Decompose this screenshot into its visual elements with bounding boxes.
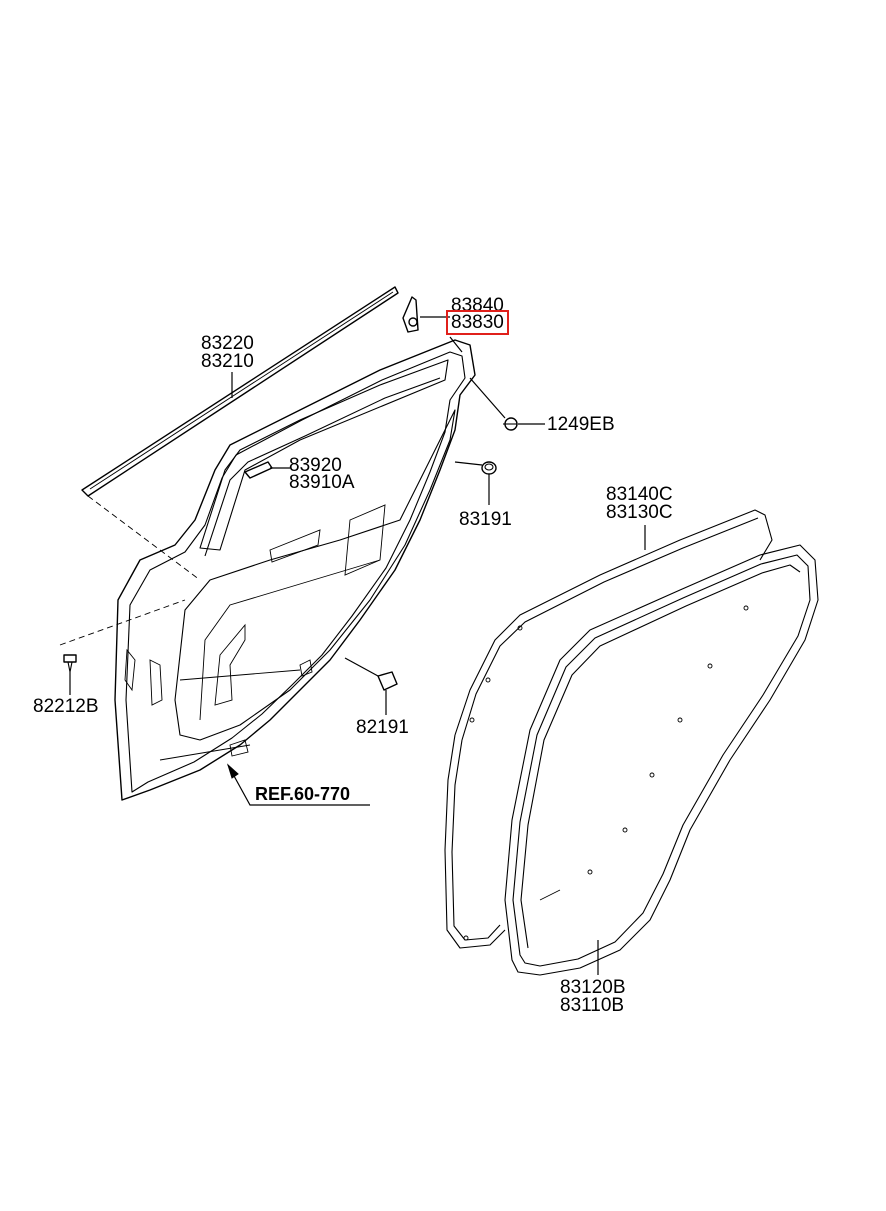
label-82191: 82191: [356, 717, 409, 738]
bolt-1249eb: [503, 417, 518, 431]
label-83140c: 83140C: [606, 484, 673, 505]
label-83191: 83191: [459, 509, 512, 530]
label-83220: 83220: [201, 333, 254, 354]
label-82212b: 82212B: [33, 696, 99, 717]
rear-door-panel: [114, 339, 476, 801]
label-1249eb: 1249EB: [547, 414, 615, 435]
grommet-83191: [481, 461, 497, 475]
label-83920: 83920: [289, 455, 342, 476]
delta-molding: [402, 296, 419, 333]
label-83830-highlighted[interactable]: 83830: [446, 310, 509, 335]
label-83120b: 83120B: [560, 977, 626, 998]
weatherstrip-body: [463, 544, 819, 976]
dashed-guide-2: [59, 599, 186, 646]
weatherstrip-outer: [444, 509, 773, 949]
clip-82212b: [63, 654, 77, 673]
bumper-82191: [377, 671, 398, 691]
label-83840: 83840: [451, 295, 504, 316]
belt-molding-strip: [81, 286, 399, 497]
label-83210: 83210: [201, 351, 254, 372]
dashed-guide-1: [87, 495, 201, 581]
ref-pointer: [226, 763, 370, 806]
label-83910a: 83910A: [289, 472, 355, 493]
label-83110b: 83110B: [560, 995, 625, 1016]
label-83130c: 83130C: [606, 502, 673, 523]
label-ref-60-770[interactable]: REF.60-770: [255, 784, 351, 804]
